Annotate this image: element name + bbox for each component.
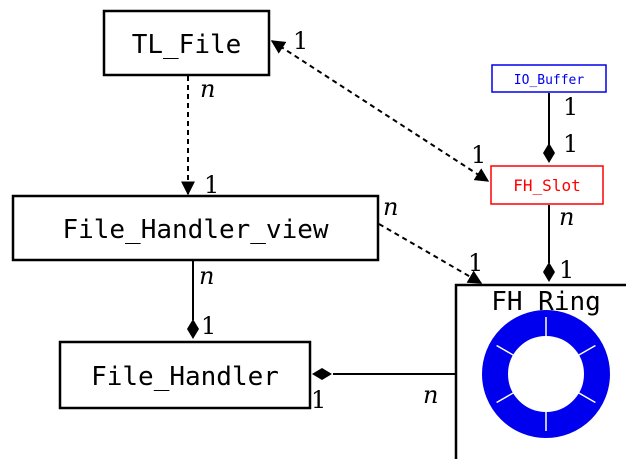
mult-fhview-fhring-n: n <box>383 193 398 221</box>
mult-fhring-filehandler-1: 1 <box>311 386 326 414</box>
mult-iobuffer-top: 1 <box>563 93 578 121</box>
file-handler-view-label: File_Handler_view <box>62 215 328 245</box>
diamond-fhring <box>543 262 555 282</box>
io-buffer-node: IO_Buffer <box>491 64 607 93</box>
mult-tlfile-fhslot-right: 1 <box>471 141 486 169</box>
tl-file-label: TL_File <box>132 30 242 60</box>
tl-file-node: TL_File <box>102 9 271 77</box>
mult-fhview-filehandler-n: n <box>199 262 214 290</box>
mult-fhview-fhring-1: 1 <box>468 249 483 277</box>
mult-tlfile-fhview-n: n <box>200 75 215 103</box>
file-handler-node: File_Handler <box>58 340 312 410</box>
mult-fhslot-fhring-1: 1 <box>559 256 574 284</box>
mult-fhring-filehandler-n: n <box>423 381 438 409</box>
diamond-filehandler-top <box>187 319 199 339</box>
file-handler-view-node: File_Handler_view <box>11 194 380 262</box>
file-handler-label: File_Handler <box>91 362 279 392</box>
edge-tlfile-fhslot <box>270 40 490 182</box>
fh-slot-node: FH_Slot <box>490 165 604 205</box>
edge-fhview-fhring <box>378 223 483 284</box>
ring-segment-dividers <box>496 317 596 431</box>
mult-fhslot-fhring-n: n <box>559 203 574 231</box>
mult-iobuffer-bottom: 1 <box>563 130 578 158</box>
fh-slot-label: FH_Slot <box>513 176 580 195</box>
diamond-fhslot <box>543 143 555 163</box>
mult-fhview-filehandler-1: 1 <box>201 312 216 340</box>
diamond-filehandler-right <box>312 368 332 380</box>
mult-tlfile-fhview-1: 1 <box>204 171 219 199</box>
io-buffer-label: IO_Buffer <box>514 73 585 88</box>
fh-ring-node: FH_Ring <box>454 283 626 459</box>
mult-tlfile-fhslot-left: 1 <box>293 27 308 55</box>
